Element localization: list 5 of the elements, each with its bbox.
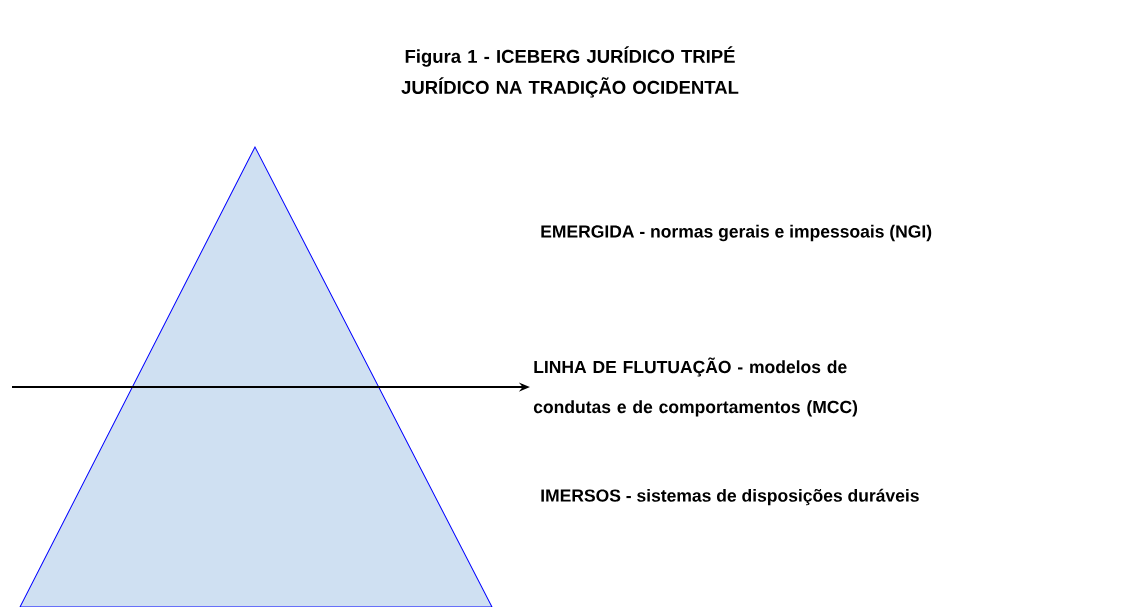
annotation-text: LINHA DE FLUTUAÇÃO - modelos de condutas e de comportamentos (MCC) — [533, 357, 858, 417]
annotation-text: EMERGIDA - normas gerais e impessoais (NGI) — [541, 224, 932, 242]
iceberg-drawing — [19, 146, 493, 607]
annotation-text: IMERSOS - sistemas de disposições duráveis — [541, 488, 919, 506]
title: Figura 1 - ICEBERG JURÍDICO TRIPÉ JURÍDICO NA TRADIÇÃO OCIDENTAL — [401, 46, 739, 98]
